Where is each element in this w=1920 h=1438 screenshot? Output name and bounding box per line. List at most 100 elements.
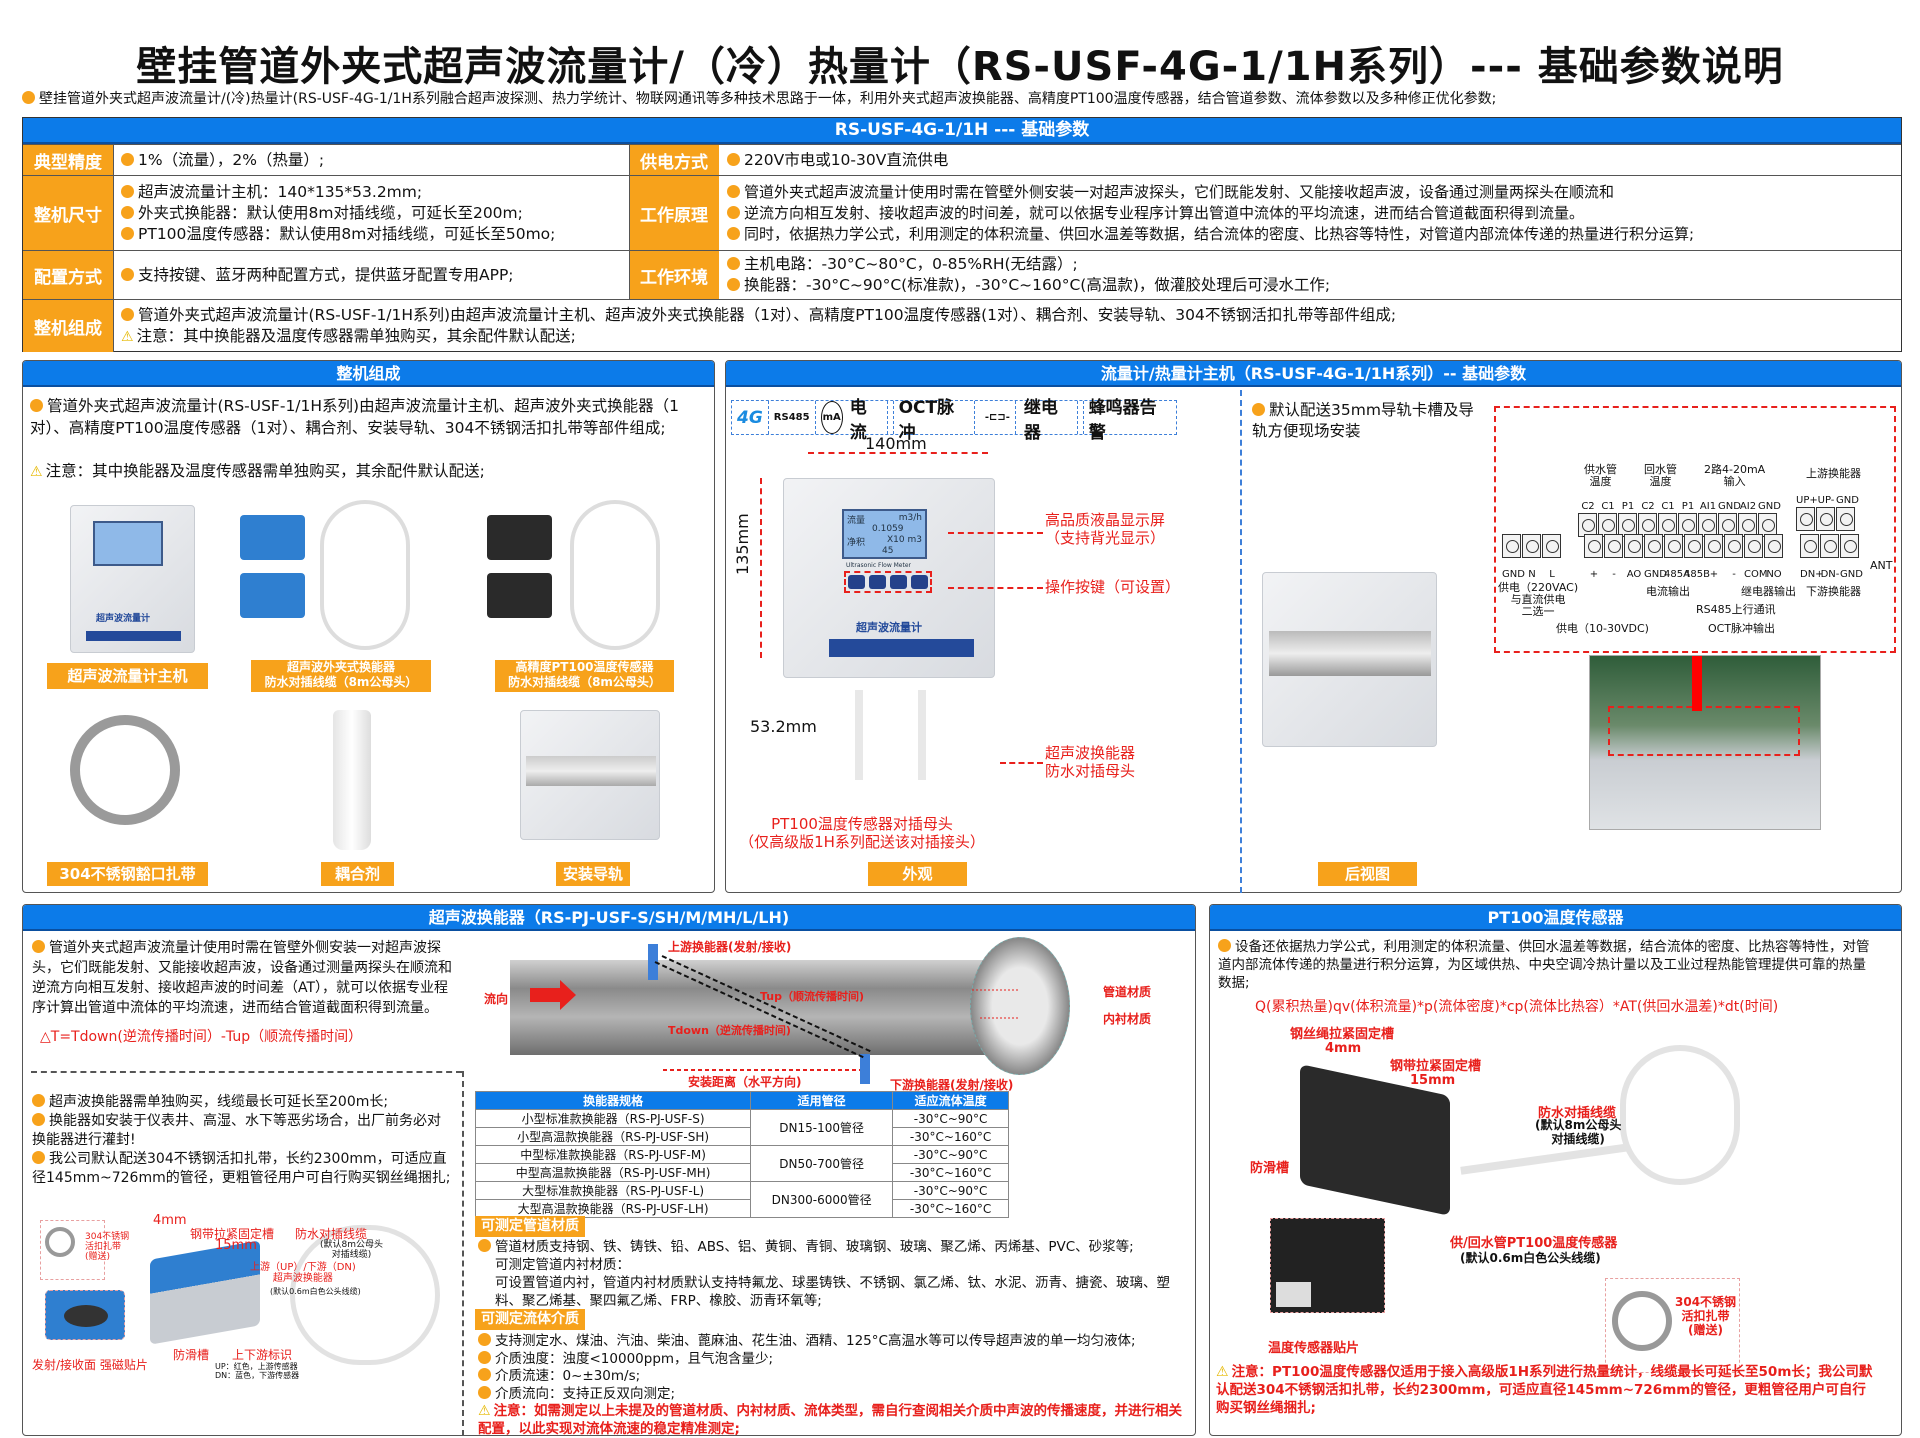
host-section: 流量计/热量计主机（RS-USF-4G-1/1H系列）-- 基础参数	[725, 360, 1902, 893]
transducer-header: 超声波换能器（RS-PJ-USF-S/SH/M/MH/L/LH)	[23, 905, 1195, 931]
clamp-label: 304不锈钢 活扣扎带 (赠送)	[85, 1232, 130, 1262]
host-device-image: 超声波流量计	[70, 505, 195, 653]
params-header: RS-USF-4G-1/1H --- 基础参数	[23, 118, 1901, 144]
label-lining: 内衬材质	[1103, 1012, 1152, 1026]
label-config: 配置方式	[23, 251, 113, 299]
feature-rs485: RS485	[769, 401, 816, 434]
label-cable: 防水对插线缆	[1538, 1106, 1617, 1121]
transducer-formula: △T=Tdown(逆流传播时间）-Tup（顺流传播时间）	[40, 1029, 363, 1045]
value-principle: 管道外夹式超声波流量计使用时需在管壁外侧安装一对超声波探头，它们既能发射、又能接…	[719, 176, 1694, 250]
warning-icon: ⚠	[1216, 1364, 1229, 1380]
signal-path	[530, 955, 1020, 1071]
label-4mm: 4mm	[153, 1213, 187, 1228]
transducer-section: 超声波换能器（RS-PJ-USF-S/SH/M/MH/L/LH)	[22, 904, 1196, 1436]
ok-key	[911, 575, 928, 589]
label-cable-sub: (默认8m公母头 对插线缆)	[320, 1240, 384, 1260]
pipe-end	[970, 937, 1070, 1075]
label-15mm: 15mm	[1410, 1073, 1456, 1088]
feature-oct: OCT脉冲	[894, 398, 975, 443]
component-label: 高精度PT100温度传感器 防水对插线缆（8m公母头）	[495, 660, 674, 692]
medium-text: 支持测定水、煤油、汽油、柴油、蓖麻油、花生油、酒精、125°C高温水等可以传导超…	[478, 1333, 1183, 1437]
label-power: 供电方式	[629, 145, 719, 175]
transducer-blue-image	[240, 515, 305, 560]
label-tup: Tup（顺流传播时间)	[760, 990, 865, 1003]
rear-view-label: 后视图	[1318, 862, 1417, 886]
meter-name: Ultrasonic Flow Meter	[846, 562, 912, 569]
label-accuracy: 典型精度	[23, 145, 113, 175]
transducer-notes: 超声波换能器需单独购买，线缆最长可延长至200m长; 换能器如安装于仪表井、高湿…	[32, 1094, 451, 1186]
label-4mm: 4mm	[1325, 1041, 1362, 1056]
bullet-icon	[22, 91, 35, 104]
clamp-thumb	[40, 1220, 105, 1280]
steel-band-image	[70, 715, 180, 825]
front-view-label: 外观	[868, 862, 967, 886]
label-env: 工作环境	[629, 251, 719, 299]
pt100-section: PT100温度传感器	[1209, 904, 1902, 1436]
label-flow: 流向	[484, 992, 509, 1006]
material-title: 可测定管道材质	[475, 1216, 585, 1237]
pt100-formula: Q(累积热量)qv(体积流量)*p(流体密度)*cp(流体比热容）*AT(供回水…	[1255, 999, 1779, 1015]
transducer-spec-table: 换能器规格适用管径适应流体温度 小型标准款换能器（RS-PJ-USF-S)DN1…	[474, 1091, 1009, 1218]
pt100-black-image	[487, 515, 552, 560]
table-row: 中型标准款换能器（RS-PJ-USF-M)DN50-700管径-30°C~90°…	[474, 1145, 1009, 1182]
label-size: 整机尺寸	[23, 176, 113, 250]
cable-image	[570, 500, 660, 650]
table-row: 大型标准款换能器（RS-PJ-USF-L)DN300-6000管径-30°C~9…	[474, 1181, 1009, 1218]
pipe-image	[510, 960, 1020, 1055]
label-updn: 上游（UP）/下游（DN) 超声波换能器	[250, 1262, 356, 1284]
params-row: 整机尺寸 超声波流量计主机：140*135*53.2mm; 外夹式换能器：默认使…	[23, 175, 1901, 250]
device-brand: 超声波流量计	[856, 621, 922, 634]
intro-body: 壁挂管道外夹式超声波流量计/(冷)热量计(RS-USF-4G-1/1H系列融合超…	[39, 91, 1497, 107]
label-cable: 防水对插线缆	[295, 1227, 368, 1241]
dim-height: 135mm	[733, 513, 752, 575]
warning-icon: ⚠	[30, 464, 43, 480]
downstream-transducer	[860, 1054, 870, 1084]
label-principle: 工作原理	[629, 176, 719, 250]
key-group	[844, 571, 932, 593]
table-row: 中型高温款换能器（RS-PJ-USF-MH)-30°C~160°C	[474, 1163, 1009, 1182]
components-desc: 管道外夹式超声波流量计(RS-USF-1/1H系列)由超声波流量计主机、超声波外…	[30, 397, 679, 437]
label-tdown: Tdown（逆流传播时间)	[668, 1024, 791, 1037]
transducer-blue-image	[240, 573, 305, 618]
intro-text: 壁挂管道外夹式超声波流量计/(冷)热量计(RS-USF-4G-1/1H系列融合超…	[22, 88, 1496, 108]
pt100-header: PT100温度传感器	[1210, 905, 1901, 931]
label-slot: 钢带拉紧固定槽	[190, 1227, 275, 1241]
params-row: 典型精度 1%（流量），2%（热量）; 供电方式 220V市电或10-30V直流…	[23, 144, 1901, 175]
table-row: 小型高温款换能器（RS-PJ-USF-SH)-30°C~160°C	[474, 1127, 1009, 1146]
component-label: 304不锈钢豁口扎带	[47, 862, 208, 886]
rail-image	[520, 710, 660, 840]
pt100-warning: ⚠注意：PT100温度传感器仅适用于接入高级版1H系列进行热量统计，线缆最长可延…	[1216, 1364, 1873, 1416]
label-mark-sub: UP：红色，上游传感器 DN：蓝色，下游传感器	[215, 1362, 300, 1380]
callout-transducer: 超声波换能器 防水对插母头	[1045, 744, 1136, 780]
cable-image	[320, 500, 410, 650]
dim-width: 140mm	[865, 434, 927, 453]
circuit-board-photo	[1589, 655, 1821, 830]
left-key	[869, 575, 886, 589]
params-table: RS-USF-4G-1/1H --- 基础参数 典型精度 1%（流量），2%（热…	[22, 117, 1902, 352]
component-label: 安装导轨	[556, 862, 630, 886]
label-distance: 安装距离（水平方向)	[688, 1075, 802, 1089]
label-face: 发射/接收面 强磁贴片	[32, 1358, 148, 1372]
table-row: 小型标准款换能器（RS-PJ-USF-S)DN15-100管径-30°C~90°…	[474, 1109, 1009, 1146]
medium-title: 可测定流体介质	[475, 1309, 585, 1330]
components-section: 整机组成	[22, 360, 715, 893]
callout-keys: 操作按键（可设置）	[1045, 578, 1181, 596]
label-antislip: 防滑槽	[1250, 1161, 1290, 1176]
value-power: 220V市电或10-30V直流供电	[719, 145, 948, 175]
value-env: 主机电路：-30°C~80°C，0-85%RH(无结露）; 换能器：-30°C~…	[719, 251, 1330, 299]
value-config: 支持按键、蓝牙两种配置方式，提供蓝牙配置专用APP;	[113, 251, 514, 299]
callout-screen: 高品质液晶显示屏 （支持背光显示）	[1045, 511, 1166, 547]
sensor-patch-image	[1270, 1218, 1385, 1313]
transducer-desc: 管道外夹式超声波流量计使用时需在管壁外侧安装一对超声波探头，它们既能发射、又能接…	[32, 940, 452, 1016]
device-brand: 超声波流量计	[96, 614, 151, 624]
coupling-agent-image	[333, 710, 371, 850]
components-note: ⚠注意：其中换能器及温度传感器需单独购买，其余配件默认配送;	[30, 462, 485, 480]
feature-relay: -⊏⊐-继电器	[975, 398, 1084, 443]
label-sensor: 供/回水管PT100温度传感器	[1450, 1236, 1618, 1251]
clamp-thumb	[1605, 1278, 1740, 1373]
label-upstream: 上游换能器(发射/接收)	[668, 940, 792, 954]
